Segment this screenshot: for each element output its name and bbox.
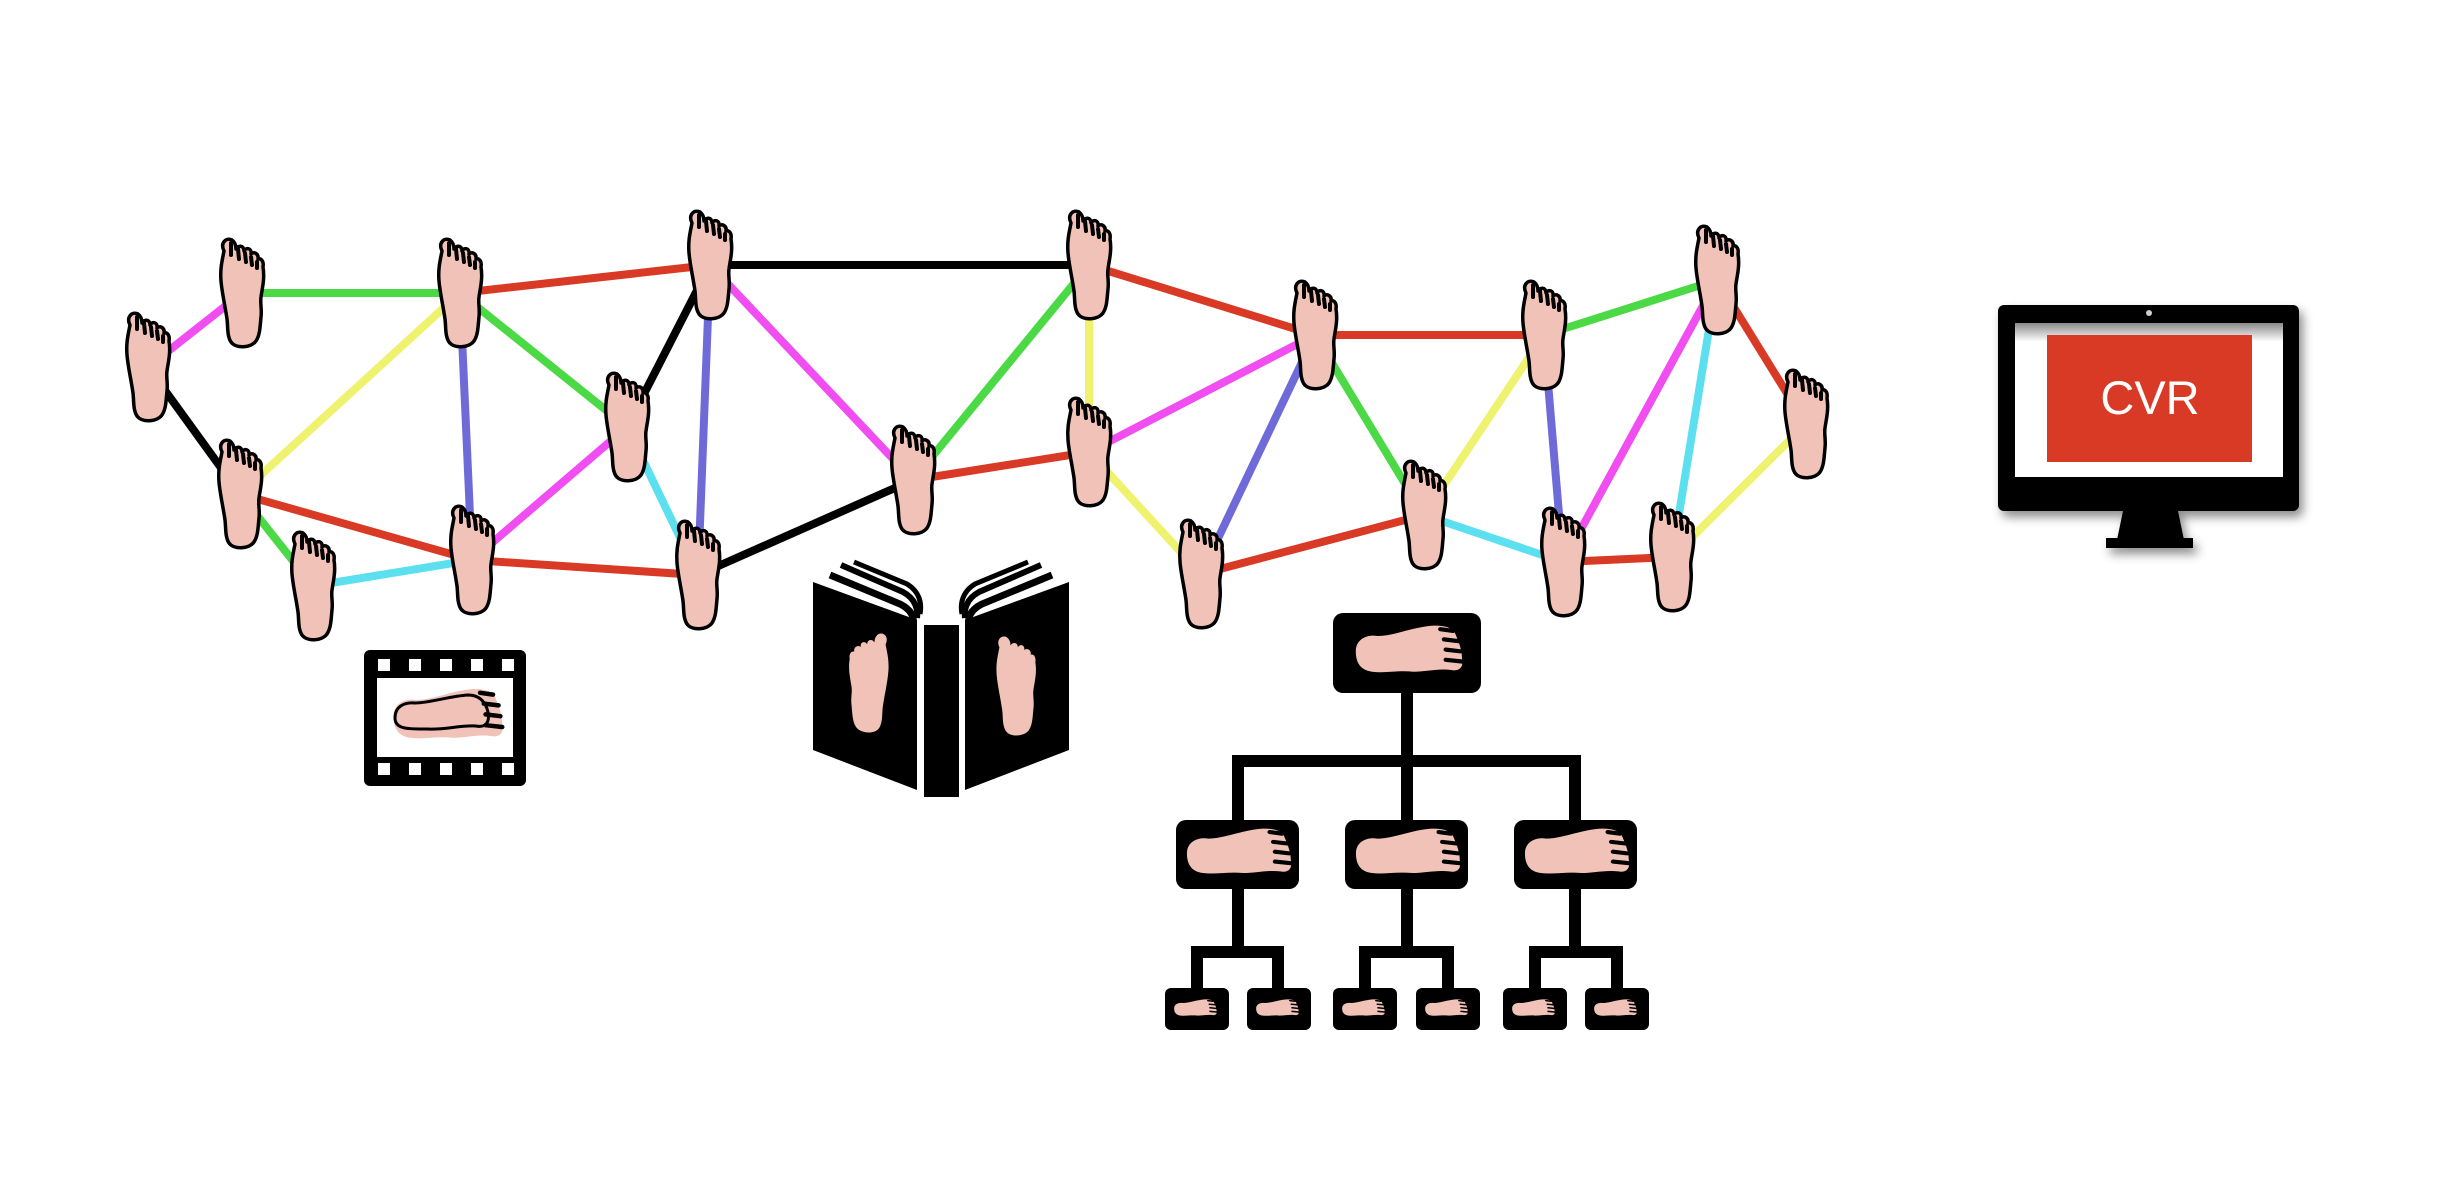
foot-icon: [448, 504, 496, 616]
open-book-icon: [813, 559, 1069, 797]
foot-icon: [216, 438, 264, 550]
foot-icon: [1400, 459, 1448, 571]
foot-icon: [1539, 506, 1587, 618]
foot-icon: [1520, 279, 1568, 391]
network-edge-16-6: [1087, 331, 1317, 456]
cvr-screen-panel: [2047, 335, 2252, 462]
foot-icon: [1177, 518, 1225, 630]
network-edge-12-14: [471, 556, 699, 579]
network-edge-10-12: [238, 490, 474, 564]
network-edge-17-18: [1199, 511, 1426, 578]
foot-icon: [1648, 501, 1696, 613]
film-sprocket-hole: [440, 763, 452, 775]
film-sprocket-hole: [378, 659, 390, 671]
film-sprocket-hole: [409, 659, 421, 671]
network-edge-14-15: [696, 476, 915, 579]
network-edge-11-12: [312, 556, 473, 590]
film-sprocket-hole: [378, 763, 390, 775]
network-edge-4-15: [707, 262, 916, 483]
foot-icon: [1782, 368, 1830, 480]
foot-icon: [218, 237, 266, 349]
org-chart-icon: [1165, 613, 1649, 1030]
network-edge-8-19: [1559, 278, 1721, 564]
network-edge-3-4: [459, 261, 711, 297]
foot-icon: [1291, 279, 1339, 391]
network-edge-6-17: [1197, 333, 1319, 576]
camera-dot: [2146, 310, 2152, 316]
network-edge-15-5: [909, 262, 1093, 483]
film-sprocket-hole: [502, 763, 514, 775]
foot-icon: [996, 636, 1036, 736]
foot-icon: [1693, 224, 1741, 336]
film-sprocket-hole: [502, 659, 514, 671]
network-edge-7-8: [1542, 276, 1719, 339]
cvr-label: CVR: [2100, 371, 2199, 424]
foot-icon: [849, 633, 889, 733]
monitor-screen: CVR: [2015, 310, 2283, 477]
network-edge-15-16: [912, 448, 1090, 484]
network-edge-5-6: [1087, 261, 1317, 339]
film-sprocket-hole: [440, 659, 452, 671]
film-sprocket-hole: [471, 763, 483, 775]
foot-icon: [289, 530, 337, 642]
film-sprocket-hole: [409, 763, 421, 775]
film-sprocket-hole: [471, 659, 483, 671]
foot-icon: [889, 424, 937, 536]
network-edge-18-19: [1422, 511, 1565, 566]
foot-icon: [674, 519, 722, 631]
film-strip-icon: [364, 650, 526, 786]
foot-icon: [124, 311, 172, 423]
network-edge-12-13: [469, 423, 630, 564]
foot-icon: [1065, 396, 1113, 508]
foot-icon: [603, 371, 651, 483]
network-edge-3-13: [457, 289, 630, 431]
foot-icon: [686, 209, 734, 321]
network-edge-3-10: [237, 290, 463, 497]
foot-icon: [1065, 209, 1113, 321]
foot-icon: [436, 237, 484, 349]
